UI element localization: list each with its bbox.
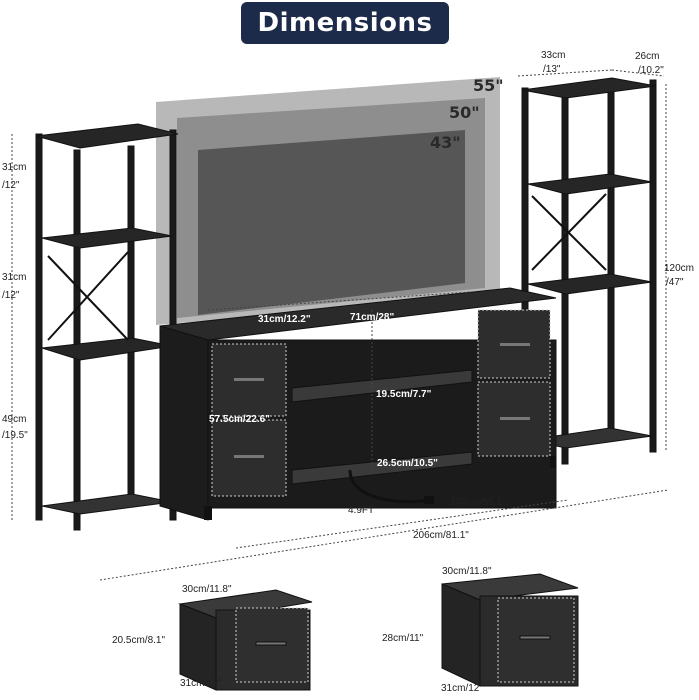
tv-console: [159, 287, 557, 521]
tv-size-overlays: [156, 77, 500, 325]
right-tower-depth-in: /10.2": [638, 65, 664, 76]
console-shelf-gap-lower: 26.5cm/10.5": [377, 458, 438, 469]
tv-43-screen: [198, 130, 465, 315]
power-cord-length: 4.9FT: [348, 505, 375, 516]
right-tower-height-in: /47": [666, 277, 684, 288]
left-bottom-section-in: /19.5": [2, 430, 28, 441]
dimensions-title: Dimensions: [241, 2, 449, 44]
tv-size-55-label: 55": [473, 76, 504, 95]
drawer-large-illustration: [441, 573, 579, 687]
left-mid-section-in: /12": [2, 290, 20, 301]
console-top-depth: 31cm/12.2": [258, 314, 311, 325]
right-tower-depth-cm: 26cm: [635, 51, 660, 62]
console-total-width: 140cm/55.1": [450, 497, 506, 508]
drawer-small-depth: 31cm/12": [180, 678, 222, 689]
tv-size-50-label: 50": [449, 103, 480, 122]
tv-size-43-label: 43": [430, 133, 461, 152]
right-tower: [521, 77, 657, 465]
dimension-guides: [11, 69, 669, 581]
drawer-large-width: 30cm/11.8": [442, 566, 492, 577]
console-top-width: 71cm/28": [350, 312, 395, 323]
drawer-small-height: 20.5cm/8.1": [112, 635, 166, 646]
right-tower-width-in: /13": [543, 64, 561, 75]
right-tower-width-cm: 33cm: [541, 50, 566, 61]
console-height: 57.5cm/22.6": [209, 414, 270, 425]
drawer-small-width: 30cm/11.8": [182, 584, 232, 595]
left-mid-section-cm: 31cm: [2, 272, 27, 283]
drawer-large-height: 28cm/11": [382, 633, 424, 644]
overall-width: 206cm/81.1": [413, 530, 469, 541]
left-top-section-cm: 31cm: [2, 162, 27, 173]
right-tower-height-cm: 120cm: [664, 263, 695, 274]
left-bottom-section-cm: 49cm: [2, 414, 27, 425]
drawer-large-depth: 31cm/12": [441, 683, 483, 694]
left-top-section-in: /12": [2, 180, 20, 191]
console-shelf-gap-upper: 19.5cm/7.7": [376, 389, 432, 400]
drawer-small-illustration: [178, 589, 313, 691]
